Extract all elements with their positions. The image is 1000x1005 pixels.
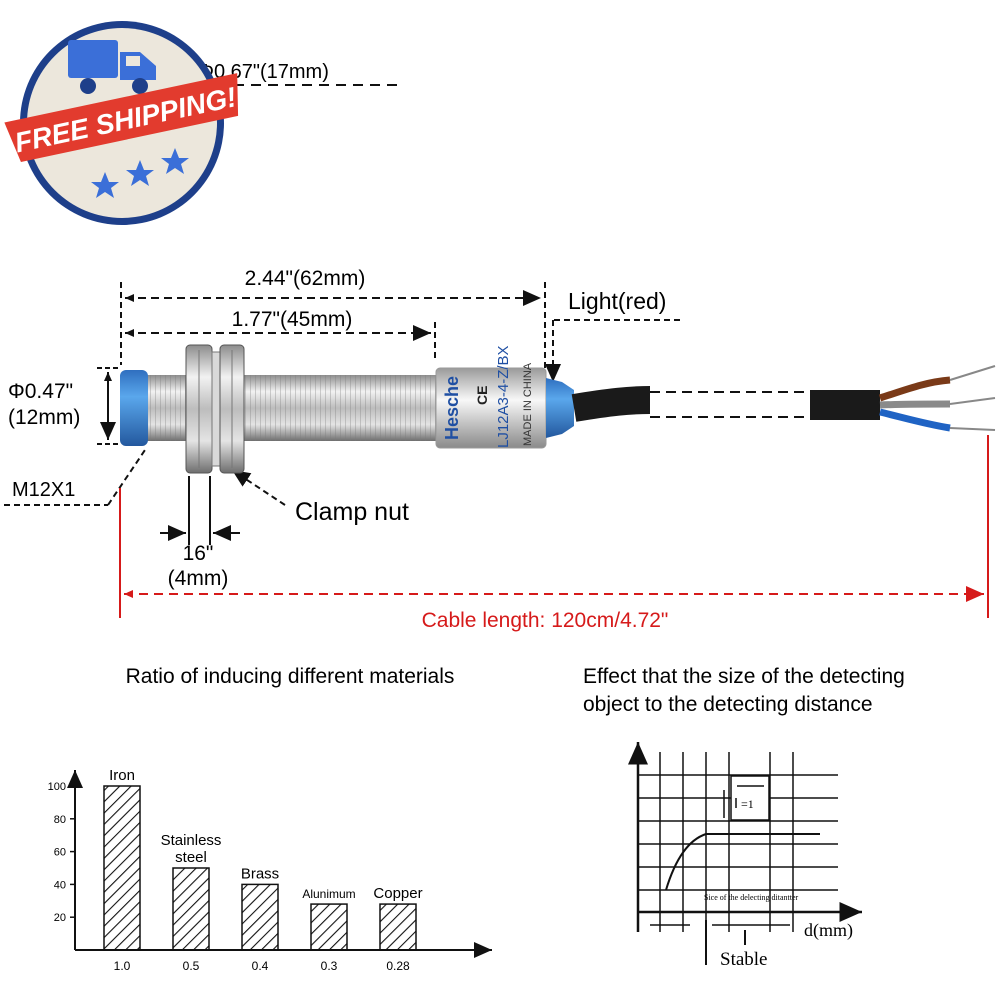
bar: [379, 903, 417, 951]
bar: [310, 903, 348, 951]
ratio-label: 0.4: [252, 959, 269, 973]
ratio-label: 0.3: [321, 959, 338, 973]
diameter-in-label: Φ0.47": [8, 380, 73, 403]
materials-chart-title: Ratio of inducing different materials: [126, 665, 455, 688]
category-label: Iron: [109, 767, 135, 784]
category-label: Alunimum: [302, 887, 355, 901]
category-label: Stainless: [161, 832, 222, 849]
unit-label: =1: [741, 797, 754, 811]
ratio-label: 0.28: [386, 959, 410, 973]
nut-width-mm-label: (4mm): [168, 567, 229, 590]
light-label: Light(red): [568, 288, 666, 314]
sensor-dimensions: 2.44"(62mm) 1.77"(45mm) Φ0.47" (12mm) M1…: [4, 267, 989, 632]
thread-spec-label: M12X1: [12, 479, 75, 501]
y-tick-label: 100: [48, 781, 66, 793]
truck-icon: [68, 40, 156, 94]
bar: [241, 883, 279, 951]
sensor-origin: MADE IN CHINA: [522, 362, 534, 446]
thread-length-label: 1.77"(45mm): [232, 308, 353, 331]
sensor-model: LJ12A3-4-Z/BX: [495, 345, 512, 448]
ratio-label: 0.5: [183, 959, 200, 973]
sensor-body: Hesche CE LJ12A3-4-Z/BX MADE IN CHINA: [120, 344, 574, 474]
stable-label: Stable: [720, 949, 768, 970]
nut-width-in-label: 16": [183, 542, 214, 565]
y-tick-label: 20: [54, 912, 66, 924]
cable-length-label: Cable length: 120cm/4.72": [422, 609, 669, 632]
y-tick-label: 60: [54, 847, 66, 859]
stars-icon: [91, 148, 189, 198]
bar: [172, 867, 210, 951]
distance-chart-title-line2: object to the detecting distance: [583, 693, 873, 716]
sensor-brand: Hesche: [442, 376, 462, 440]
curve-label: Sice of the delecting ditantter: [704, 893, 799, 902]
sensor-cable: [571, 365, 996, 432]
y-tick-label: 80: [54, 814, 66, 826]
distance-chart: [628, 742, 862, 965]
category-label: steel: [175, 849, 207, 866]
y-tick-label: 40: [54, 879, 66, 891]
bar: [103, 785, 141, 951]
x-axis-label: d(mm): [804, 920, 853, 941]
diameter-mm-label: (12mm): [8, 406, 80, 429]
overall-length-label: 2.44"(62mm): [245, 267, 366, 290]
distance-chart-title-line1: Effect that the size of the detecting: [583, 665, 905, 688]
ratio-label: 1.0: [114, 959, 131, 973]
sensor-label: Hesche CE LJ12A3-4-Z/BX MADE IN CHINA: [442, 345, 534, 448]
category-label: Brass: [241, 865, 279, 882]
sensor-ce-mark: CE: [474, 386, 490, 405]
clamp-nut-label: Clamp nut: [295, 498, 409, 526]
category-label: Copper: [373, 885, 422, 902]
free-shipping-badge: FREE SHIPPING!: [4, 21, 239, 225]
